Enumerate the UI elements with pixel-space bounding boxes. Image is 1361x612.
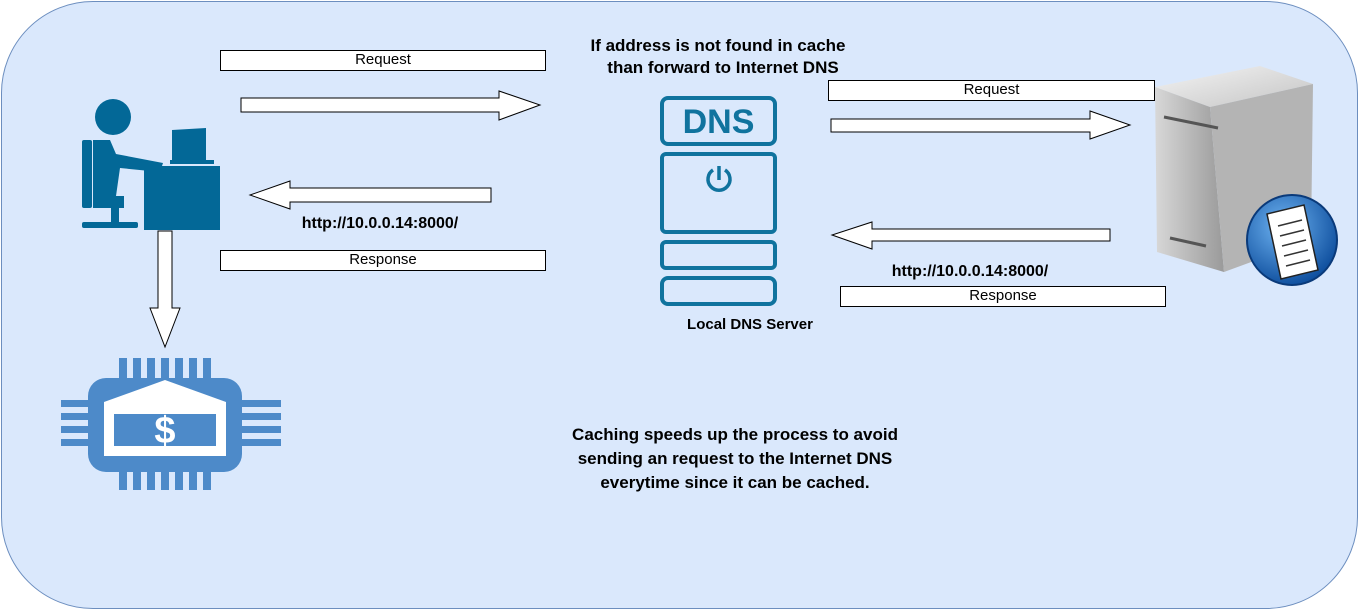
user-at-computer-icon bbox=[82, 99, 220, 230]
left-response-arrow bbox=[248, 180, 492, 210]
left-url-text: http://10.0.0.14:8000/ bbox=[301, 215, 459, 232]
left-response-label: Response bbox=[220, 250, 546, 271]
bank-chip-icon: $ bbox=[61, 358, 281, 490]
cache-note: If address is not found in cache than fo… bbox=[548, 35, 888, 79]
cache-note-line-2: than forward to Internet DNS bbox=[607, 58, 839, 77]
right-response-label: Response bbox=[840, 286, 1166, 307]
web-server-icon bbox=[1155, 66, 1338, 286]
caching-note: Caching speeds up the process to avoid s… bbox=[505, 423, 965, 495]
left-request-label: Request bbox=[220, 50, 546, 71]
left-request-arrow bbox=[240, 90, 542, 121]
dns-server-icon bbox=[660, 96, 777, 306]
caching-note-line-3: everytime since it can be cached. bbox=[600, 473, 870, 492]
right-url-text: http://10.0.0.14:8000/ bbox=[891, 263, 1049, 280]
caching-note-line-1: Caching speeds up the process to avoid bbox=[572, 425, 898, 444]
cache-note-line-1: If address is not found in cache bbox=[590, 36, 846, 55]
right-response-arrow bbox=[830, 221, 1111, 250]
svg-text:$: $ bbox=[154, 410, 175, 452]
local-dns-server-label: Local DNS Server bbox=[687, 316, 813, 333]
right-request-arrow bbox=[830, 110, 1132, 140]
dns-icon-label: DNS bbox=[682, 103, 755, 141]
caching-note-line-2: sending an request to the Internet DNS bbox=[577, 449, 893, 468]
right-request-label: Request bbox=[828, 80, 1155, 101]
down-arrow bbox=[149, 230, 181, 349]
